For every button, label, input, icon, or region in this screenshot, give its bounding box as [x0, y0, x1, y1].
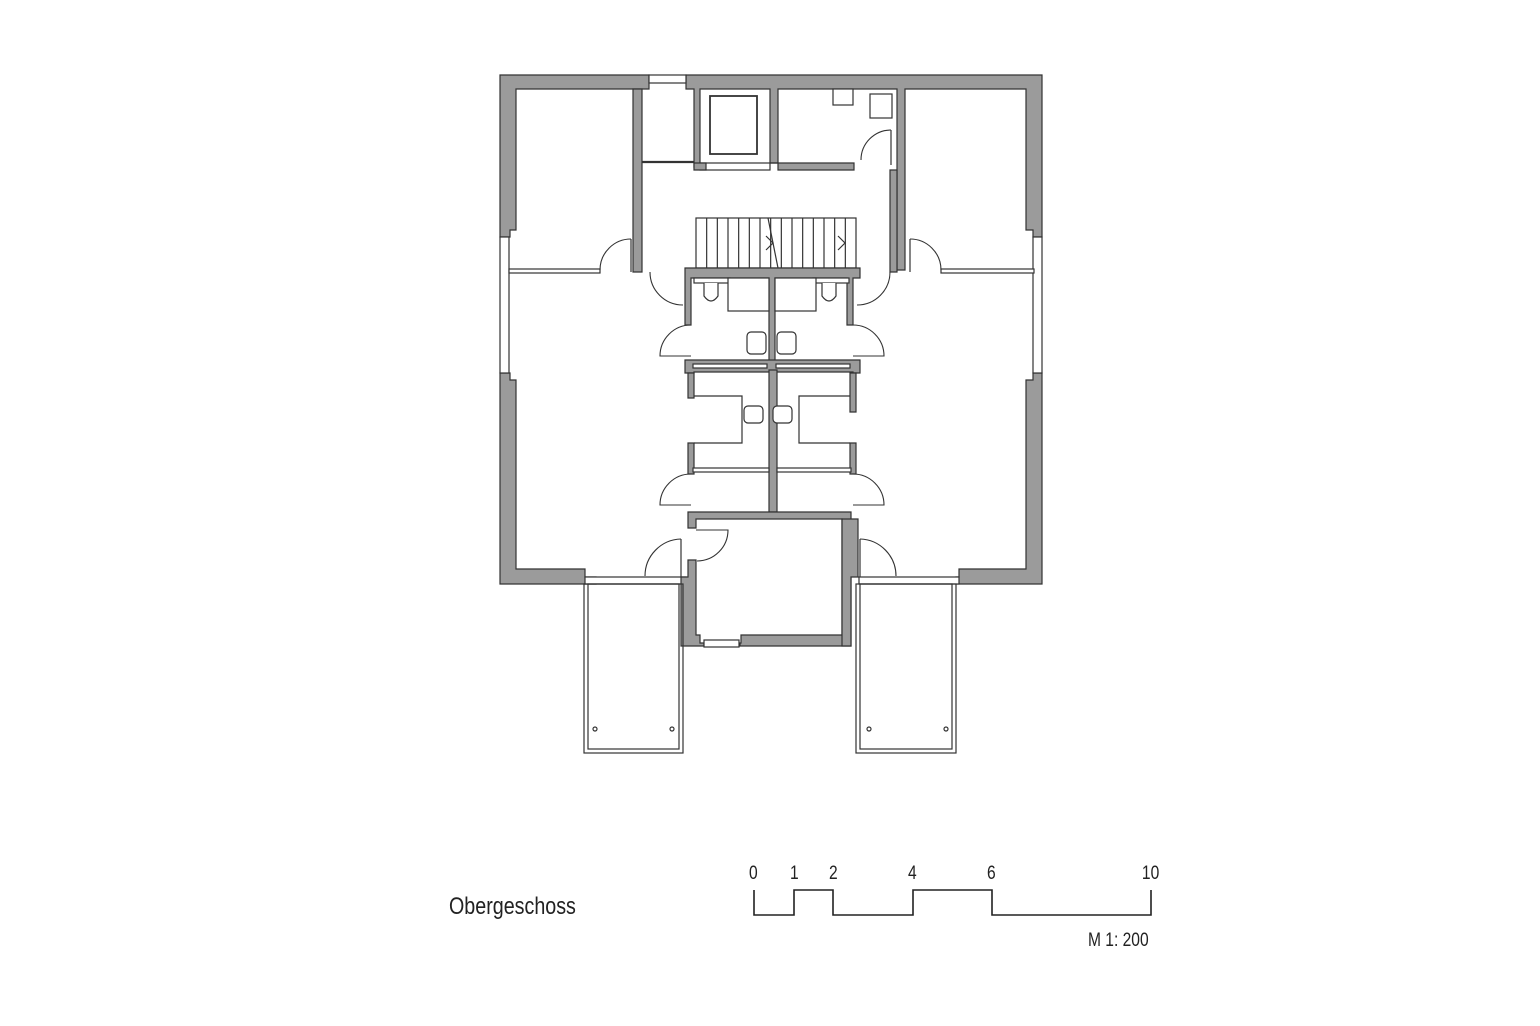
hall-walls — [632, 88, 898, 273]
scale-tick-1: 1 — [789, 863, 799, 884]
scale-tick-6: 6 — [986, 863, 996, 884]
scale-tick-2: 2 — [828, 863, 838, 884]
outer-walls — [499, 74, 1043, 585]
window-south-east — [858, 576, 960, 585]
wet-core — [659, 267, 885, 513]
drawing-title: Obergeschoss — [449, 893, 576, 920]
door-swing-tech — [860, 129, 892, 161]
scale-tick-0: 0 — [748, 863, 758, 884]
storage-room — [644, 511, 897, 648]
scale-tick-4: 4 — [907, 863, 917, 884]
staircase — [695, 217, 857, 269]
scale-bar — [753, 889, 1152, 916]
tech-unit-2 — [869, 93, 893, 119]
scale-ratio: M 1: 200 — [1088, 930, 1149, 951]
interior-partitions — [508, 238, 1035, 306]
scale-tick-10: 10 — [1141, 863, 1160, 884]
window-south-west — [584, 576, 687, 585]
balcony-east — [855, 583, 957, 754]
balcony-west — [583, 583, 684, 754]
tech-unit-1 — [832, 88, 854, 106]
elevator-car — [709, 95, 758, 155]
